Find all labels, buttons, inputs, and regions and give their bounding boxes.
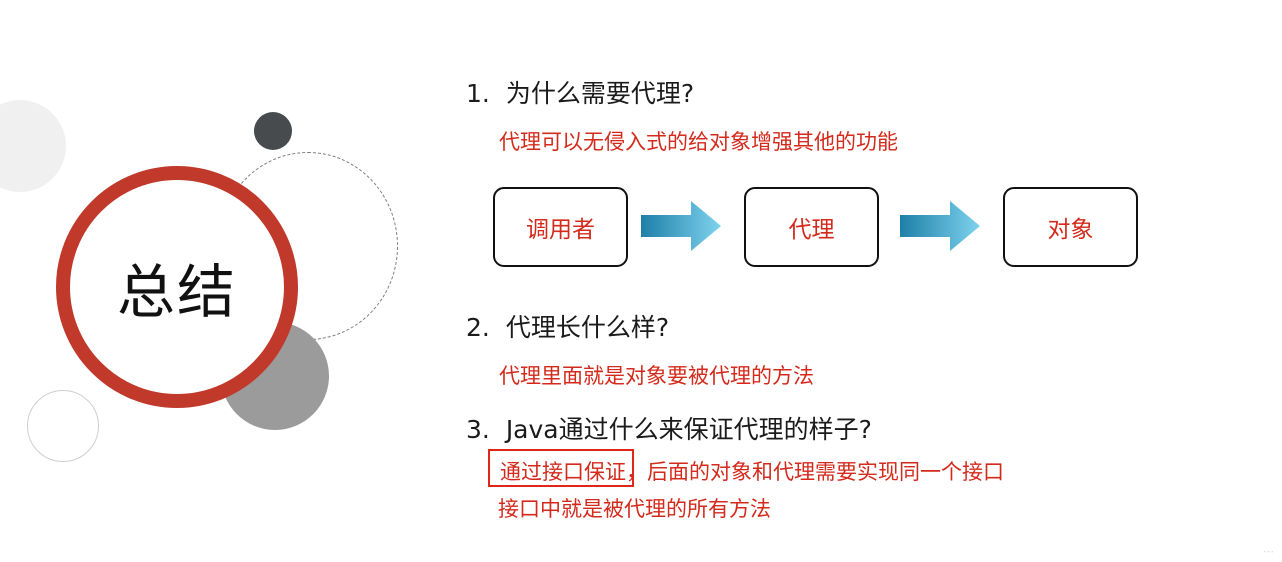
corner-watermark: ⋯ xyxy=(1263,545,1274,558)
summary-circle: 总结 xyxy=(56,166,298,408)
answer-3-line-1: 通过接口保证，后面的对象和代理需要实现同一个接口 xyxy=(500,460,1004,484)
answer-1: 代理可以无侵入式的给对象增强其他的功能 xyxy=(499,130,898,154)
question-1-number: 1. xyxy=(466,79,490,108)
summary-title: 总结 xyxy=(116,258,237,326)
answer-2: 代理里面就是对象要被代理的方法 xyxy=(499,364,814,388)
question-2-number: 2. xyxy=(466,313,490,342)
question-3-text: Java通过什么来保证代理的样子? xyxy=(505,415,872,444)
question-1-text: 为什么需要代理? xyxy=(505,79,695,108)
question-1: 1. 为什么需要代理? xyxy=(466,74,694,110)
right-arrow-icon xyxy=(900,201,980,251)
decorative-circle-light xyxy=(0,100,66,192)
answer-3-line-2: 接口中就是被代理的所有方法 xyxy=(498,497,771,521)
flow-box-object: 对象 xyxy=(1003,187,1138,267)
question-2-text: 代理长什么样? xyxy=(505,313,670,342)
right-arrow-icon xyxy=(641,201,721,251)
highlight-box xyxy=(488,449,634,487)
question-3: 3. Java通过什么来保证代理的样子? xyxy=(466,410,872,446)
question-3-number: 3. xyxy=(466,415,490,444)
question-2: 2. 代理长什么样? xyxy=(466,308,669,344)
flow-box-caller: 调用者 xyxy=(493,187,628,267)
decorative-circle-outline xyxy=(27,390,99,462)
flow-box-proxy: 代理 xyxy=(744,187,879,267)
decorative-circle-dark xyxy=(254,112,292,150)
